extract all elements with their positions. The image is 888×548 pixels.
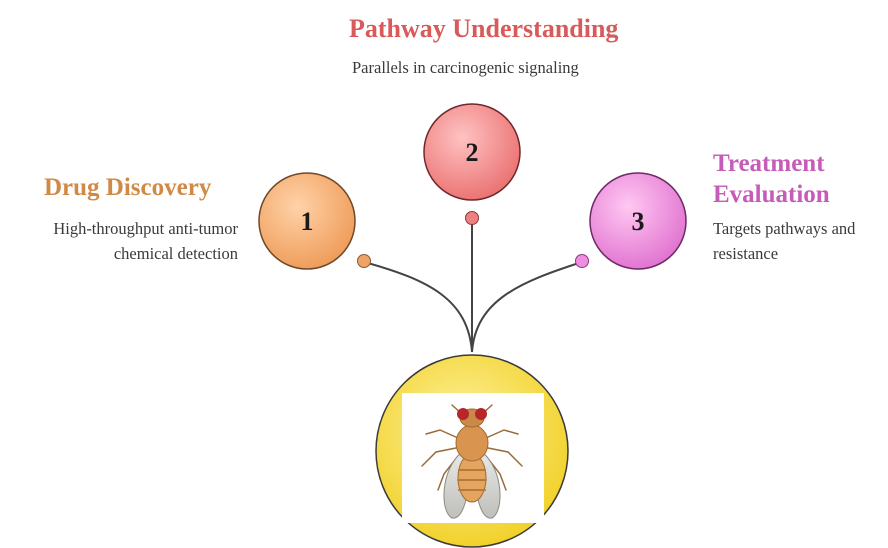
node-1-description-line: High-throughput anti-tumor (53, 216, 238, 241)
step-number-2: 2 (466, 138, 479, 167)
node-3-description-line: resistance (713, 241, 855, 266)
node-3-title: Treatment Evaluation (713, 148, 830, 210)
node-3-title-line: Evaluation (713, 179, 830, 210)
node-1-description-line: chemical detection (53, 241, 238, 266)
node-2-description: Parallels in carcinogenic signaling (352, 55, 579, 80)
connector-line-3 (472, 262, 582, 352)
node-3-title-line: Treatment (713, 148, 830, 179)
node-3-description: Targets pathways and resistance (713, 216, 855, 266)
node-1-title: Drug Discovery (44, 174, 211, 202)
node-1-description: High-throughput anti-tumor chemical dete… (53, 216, 238, 266)
connector-dot-2 (466, 212, 479, 225)
node-3-description-line: Targets pathways and (713, 216, 855, 241)
node-2-title: Pathway Understanding (349, 14, 618, 44)
step-number-1: 1 (301, 207, 314, 236)
connector-dot-1 (358, 255, 371, 268)
connector-line-1 (364, 262, 472, 352)
step-number-3: 3 (632, 207, 645, 236)
connector-dot-3 (576, 255, 589, 268)
